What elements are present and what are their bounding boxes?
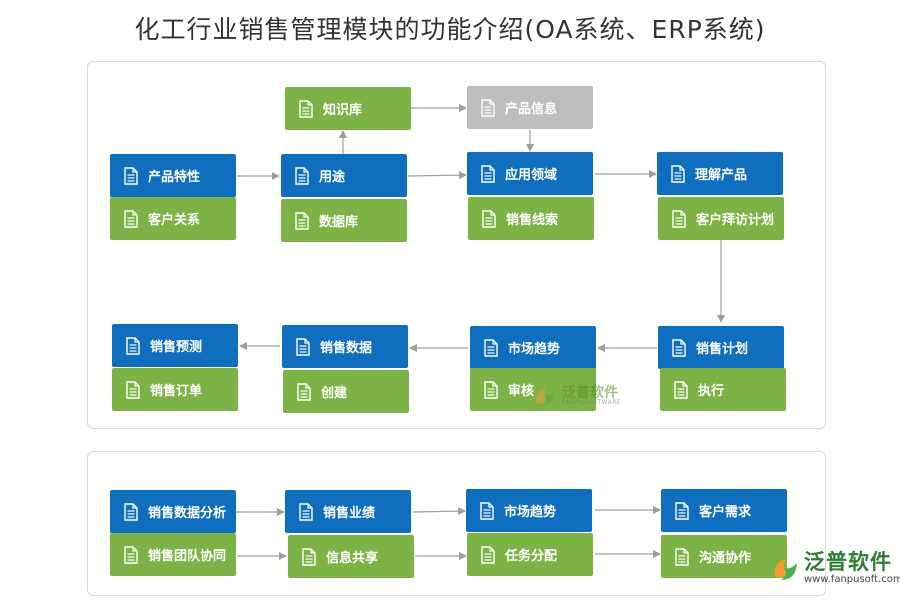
node-chuangjian: 创建 bbox=[283, 370, 409, 413]
node-xiaoshoushuju: 销售数据 bbox=[282, 325, 408, 368]
node-chanpinxinxi: 产品信息 bbox=[467, 86, 593, 129]
node-xiaoshoutuanduixietong: 销售团队协同 bbox=[110, 533, 236, 576]
document-icon bbox=[675, 547, 689, 566]
document-icon bbox=[672, 338, 686, 357]
document-icon bbox=[124, 545, 138, 564]
document-icon bbox=[126, 336, 140, 355]
node-chanpintexing: 产品特性 bbox=[110, 154, 236, 197]
node-shichangqushi-2: 市场趋势 bbox=[466, 489, 592, 532]
document-icon bbox=[295, 166, 309, 185]
watermark-en: FANPUSOFTWARE bbox=[562, 399, 622, 406]
document-icon bbox=[299, 502, 313, 521]
node-goutongxiezuo: 沟通协作 bbox=[661, 535, 787, 578]
document-icon bbox=[126, 380, 140, 399]
node-kehuguanxi: 客户关系 bbox=[110, 197, 236, 240]
node-shenhe: 审核 bbox=[470, 368, 596, 411]
node-zhishiku: 知识库 bbox=[285, 87, 411, 130]
document-icon bbox=[481, 164, 495, 183]
document-icon bbox=[482, 209, 496, 228]
node-shichangqushi: 市场趋势 bbox=[470, 326, 596, 369]
document-icon bbox=[124, 166, 138, 185]
node-xiaoshouyeji: 销售业绩 bbox=[285, 490, 411, 533]
document-icon bbox=[675, 501, 689, 520]
document-icon bbox=[124, 502, 138, 521]
document-icon bbox=[484, 338, 498, 357]
node-xiaoshouxiansuo: 销售线索 bbox=[468, 197, 594, 240]
document-icon bbox=[296, 337, 310, 356]
node-zhixing: 执行 bbox=[660, 368, 786, 411]
logo-name: 泛普软件 bbox=[804, 550, 892, 574]
node-renwufenpei: 任务分配 bbox=[467, 533, 593, 576]
node-xinxigongxiang: 信息共享 bbox=[288, 535, 414, 578]
node-lijiechanpin: 理解产品 bbox=[657, 152, 783, 195]
document-icon bbox=[671, 164, 685, 183]
node-xiaoshouyuce: 销售预测 bbox=[112, 324, 238, 367]
logo-url: www.fanpusoft.com bbox=[804, 574, 900, 585]
document-icon bbox=[672, 209, 686, 228]
document-icon bbox=[484, 380, 498, 399]
document-icon bbox=[481, 98, 495, 117]
brand-logo[interactable]: 泛普软件 www.fanpusoft.com bbox=[770, 552, 900, 585]
node-xiaoshoudingdan: 销售订单 bbox=[112, 368, 238, 411]
node-kehubaifangjihua: 客户拜访计划 bbox=[658, 197, 784, 240]
node-yingyonglingyu: 应用领域 bbox=[467, 152, 593, 195]
document-icon bbox=[124, 209, 138, 228]
document-icon bbox=[480, 501, 494, 520]
watermark: 泛普软件 FANPUSOFTWARE bbox=[532, 383, 621, 409]
watermark-name: 泛普软件 bbox=[562, 385, 618, 401]
node-xiaoshoujihua: 销售计划 bbox=[658, 326, 784, 369]
document-icon bbox=[299, 99, 313, 118]
fanpu-logo-icon bbox=[774, 558, 797, 580]
document-icon bbox=[295, 211, 309, 230]
document-icon bbox=[674, 380, 688, 399]
node-shujuku: 数据库 bbox=[281, 199, 407, 242]
fanpu-logo-icon bbox=[535, 387, 555, 405]
node-yongtu: 用途 bbox=[281, 154, 407, 197]
document-icon bbox=[481, 545, 495, 564]
diagram-title: 化工行业销售管理模块的功能介绍(OA系统、ERP系统) bbox=[134, 15, 766, 44]
document-icon bbox=[302, 547, 316, 566]
node-kehuxuqiu: 客户需求 bbox=[661, 489, 787, 532]
node-xiaoshoushujufenxi: 销售数据分析 bbox=[110, 490, 236, 533]
document-icon bbox=[297, 382, 311, 401]
